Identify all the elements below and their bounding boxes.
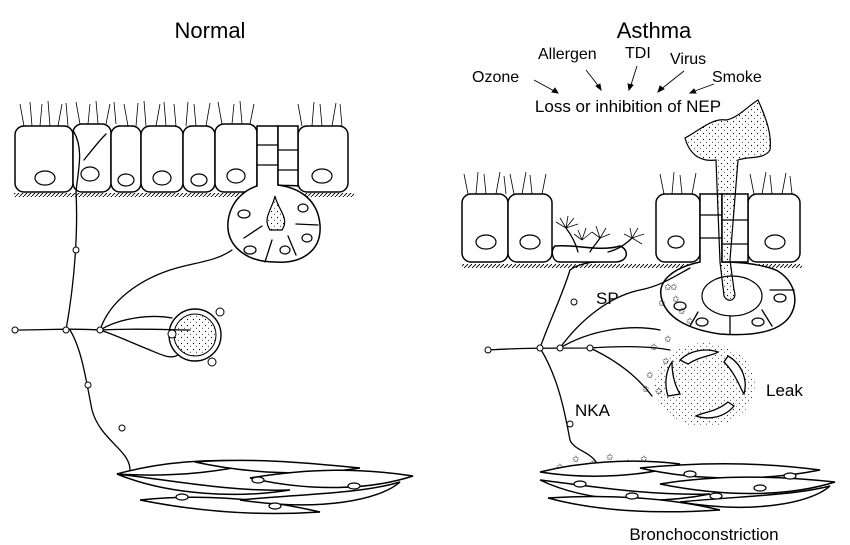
sensory-nerves-asthma [485, 262, 690, 462]
svg-text:✩: ✩ [646, 371, 654, 381]
normal-title: Normal [175, 18, 246, 43]
svg-text:✩: ✩ [672, 295, 680, 305]
outcome-label: Bronchoconstriction [629, 525, 778, 544]
asthma-panel: Asthma Ozone Allergen TDI Virus Smoke Lo… [462, 18, 835, 544]
svg-text:✩: ✩ [572, 455, 580, 465]
nka-label: NKA [575, 401, 611, 420]
blood-vessel [168, 308, 224, 366]
damaged-epithelium [552, 216, 644, 262]
trigger-tdi: TDI [625, 45, 651, 62]
svg-text:✩: ✩ [670, 283, 678, 293]
smooth-muscle [117, 460, 413, 513]
trigger-allergen: Allergen [538, 46, 597, 63]
svg-text:✩: ✩ [662, 357, 670, 367]
svg-text:✩: ✩ [686, 317, 694, 327]
svg-text:✩: ✩ [664, 335, 672, 345]
trigger-virus: Virus [670, 51, 706, 68]
asthma-title: Asthma [617, 18, 692, 43]
normal-panel: Normal [12, 18, 413, 514]
cilia [20, 101, 342, 126]
mechanism-label: Loss or inhibition of NEP [535, 97, 721, 116]
svg-text:✩: ✩ [678, 307, 686, 317]
trigger-arrows [534, 66, 714, 93]
cilia-asthma [464, 172, 792, 194]
svg-text:✩: ✩ [655, 387, 663, 397]
sp-label: SP [596, 289, 619, 308]
trigger-smoke: Smoke [712, 69, 762, 86]
trigger-ozone: Ozone [472, 69, 519, 86]
svg-text:✩: ✩ [642, 385, 650, 395]
smooth-muscle-asthma [540, 461, 835, 512]
epithelial-cells-asthma [462, 194, 800, 262]
leak-label: Leak [766, 381, 803, 400]
svg-text:✩: ✩ [658, 299, 666, 309]
